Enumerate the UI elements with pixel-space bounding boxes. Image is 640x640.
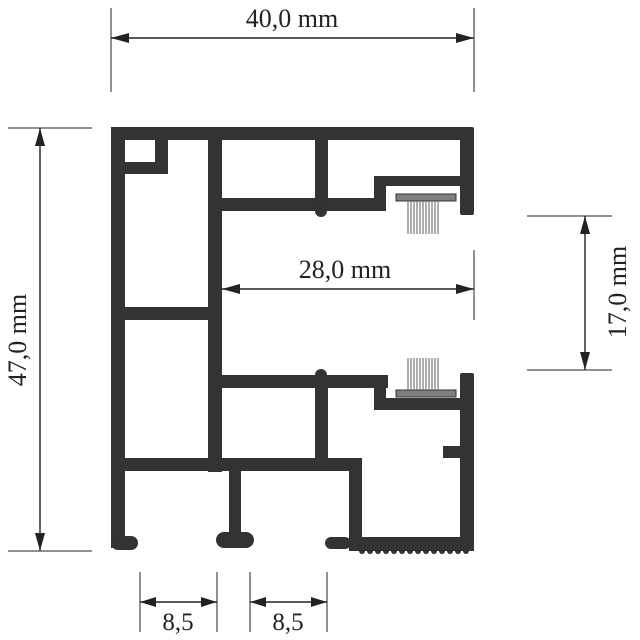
brush-bristles: [407, 358, 439, 390]
right-stub: [443, 446, 467, 458]
foot-gap-left-label: 8,5: [162, 609, 193, 636]
foot-gap-right-label: 8,5: [272, 609, 303, 636]
brush-base: [395, 389, 457, 398]
bottom-base: [349, 537, 474, 551]
arrowhead: [456, 33, 474, 43]
center-foot: [216, 532, 254, 548]
arrowhead: [111, 33, 129, 43]
arrowhead: [250, 597, 266, 607]
dimension-brush-spacing: 17,0 mm: [527, 215, 632, 371]
overall-width-label: 40,0 mm: [246, 4, 338, 33]
left-foot: [111, 536, 138, 550]
inner-left-wall: [208, 127, 222, 472]
arrowhead: [456, 284, 474, 294]
serration-teeth: [359, 548, 469, 554]
brush-base: [395, 193, 457, 202]
dimension-overall-width: 40,0 mm: [110, 4, 475, 92]
lower-chamber-divider: [315, 375, 328, 467]
right-lower-wall: [460, 373, 474, 551]
arrowhead: [311, 597, 327, 607]
arrowhead: [222, 284, 240, 294]
brush-bristles: [407, 201, 439, 234]
top-flange: [111, 127, 474, 140]
arrowhead: [35, 533, 45, 551]
arrowhead: [580, 216, 590, 234]
arrowhead: [35, 128, 45, 146]
top-left-hook: [155, 127, 168, 172]
lower-brush-holder-side: [374, 375, 386, 410]
lower-brush-seal: [395, 358, 457, 398]
center-foot-post: [229, 458, 241, 538]
lower-chamber-roof: [208, 375, 388, 388]
right-upper-wall: [460, 127, 474, 215]
upper-chamber-divider: [315, 127, 328, 211]
arrowhead: [140, 597, 156, 607]
top-left-hook-lip: [125, 162, 168, 174]
dimension-overall-height: 47,0 mm: [3, 127, 92, 552]
upper-brush-holder-side: [374, 176, 386, 211]
overall-height-label: 47,0 mm: [3, 294, 32, 386]
arrowhead: [201, 597, 217, 607]
dimension-foot-gap-left: 8,5: [139, 572, 218, 636]
upper-brush-holder-top: [374, 176, 466, 186]
right-foot-post: [349, 458, 362, 548]
left-outer-wall: [111, 127, 125, 548]
upper-chamber-floor: [208, 198, 386, 211]
arrowhead: [580, 352, 590, 370]
brush-spacing-label: 17,0 mm: [603, 246, 632, 338]
inner-opening-label: 28,0 mm: [299, 255, 391, 284]
dimension-foot-gap-right: 8,5: [249, 572, 328, 636]
bottom-rib: [125, 458, 362, 471]
weld-nub: [315, 205, 327, 217]
right-foot: [325, 537, 351, 549]
aluminium-profile: [111, 127, 474, 554]
left-middle-rib: [125, 307, 215, 320]
upper-brush-seal: [395, 193, 457, 234]
dimension-inner-opening: 28,0 mm: [222, 250, 475, 320]
lower-brush-holder-bottom: [374, 398, 466, 410]
